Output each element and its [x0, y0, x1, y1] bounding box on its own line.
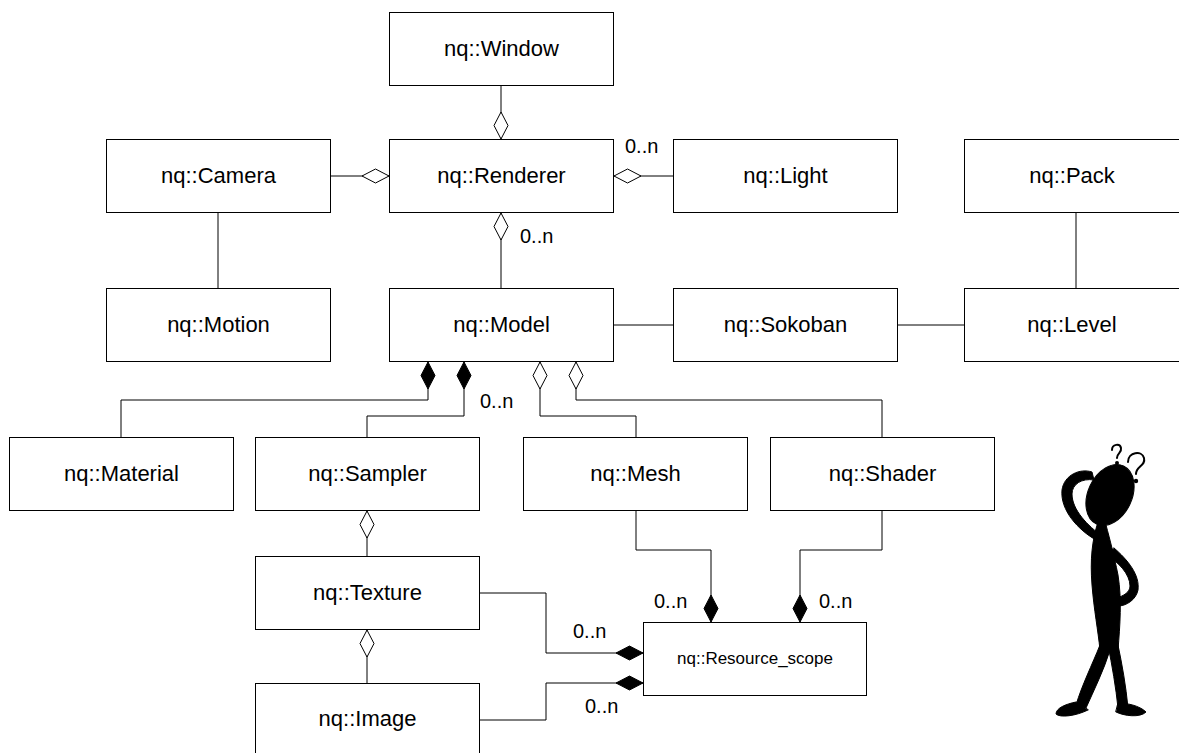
class-name: nq::Sampler — [300, 461, 435, 487]
association-line — [501, 86, 502, 139]
class-name: nq::Motion — [159, 312, 278, 338]
class-box: nq::Sokoban — [673, 288, 898, 362]
association-line — [1076, 213, 1077, 288]
association-line — [121, 362, 428, 437]
association-line — [636, 511, 711, 622]
multiplicity-label: 0..n — [571, 619, 608, 643]
class-box: nq::Shader — [770, 437, 995, 511]
association-line — [614, 325, 673, 326]
class-name: nq::Image — [311, 706, 425, 732]
association-line — [576, 362, 882, 437]
association-line — [480, 593, 643, 653]
class-name: nq::Model — [445, 312, 558, 338]
multiplicity-label: 0..n — [817, 589, 854, 613]
class-box: nq::Resource_scope — [643, 622, 867, 696]
class-name: nq::Material — [56, 461, 187, 487]
class-box: nq::Texture — [255, 556, 480, 630]
association-line — [898, 325, 964, 326]
class-box: nq::Level — [964, 288, 1179, 362]
multiplicity-label: 0..n — [518, 224, 555, 248]
class-name: nq::Pack — [1021, 163, 1123, 189]
multiplicity-label: 0..n — [652, 589, 689, 613]
class-name: nq::Light — [735, 163, 835, 189]
association-line — [480, 683, 643, 720]
association-line — [367, 362, 464, 437]
multiplicity-label: 0..n — [583, 694, 620, 718]
association-line — [367, 511, 368, 556]
class-box: nq::Renderer — [389, 139, 614, 213]
multiplicity-label: 0..n — [623, 134, 660, 158]
multiplicity-label: 0..n — [478, 389, 515, 413]
class-box: nq::Pack — [964, 139, 1179, 213]
class-name: nq::Camera — [153, 163, 284, 189]
class-box: nq::Camera — [106, 139, 331, 213]
class-name: nq::Level — [1019, 312, 1124, 338]
association-line — [614, 176, 673, 177]
class-box: nq::Window — [389, 12, 614, 86]
association-line — [367, 630, 368, 683]
class-box: nq::Mesh — [523, 437, 748, 511]
class-name: nq::Mesh — [582, 461, 689, 487]
association-line — [331, 176, 389, 177]
class-name: nq::Window — [436, 36, 567, 62]
class-name: nq::Texture — [305, 580, 430, 606]
association-line — [800, 511, 882, 622]
class-box: nq::Motion — [106, 288, 331, 362]
association-line — [501, 213, 502, 288]
association-line — [218, 213, 219, 288]
class-box: nq::Model — [389, 288, 614, 362]
class-box: nq::Sampler — [255, 437, 480, 511]
class-name: nq::Resource_scope — [669, 649, 841, 669]
class-box: nq::Material — [9, 437, 234, 511]
class-box: nq::Image — [255, 683, 480, 753]
class-name: nq::Sokoban — [716, 312, 856, 338]
class-box: nq::Light — [673, 139, 898, 213]
class-name: nq::Shader — [821, 461, 945, 487]
class-name: nq::Renderer — [429, 163, 573, 189]
